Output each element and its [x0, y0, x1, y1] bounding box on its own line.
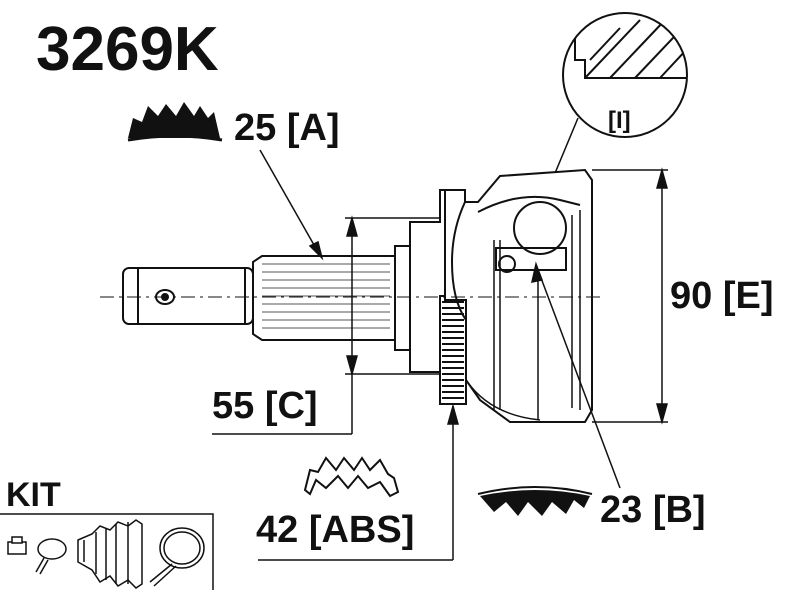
detail-label: [I] — [608, 107, 631, 134]
nut-icon — [7, 536, 27, 555]
spline-outer-icon — [127, 102, 223, 142]
seal-diameter-label: 55 [C] — [212, 385, 318, 427]
detail-callout: [I] — [517, 12, 688, 263]
splined-shaft — [252, 255, 396, 341]
shaft — [122, 267, 254, 325]
abs-ring-label: 42 [ABS] — [256, 509, 414, 551]
dimension-outer-diameter — [592, 167, 668, 425]
boot-icon — [77, 519, 143, 589]
spline-outer-label: 25 [A] — [234, 107, 340, 149]
part-number: 3269K — [36, 15, 219, 84]
outer-diameter-label: 90 [E] — [670, 275, 773, 317]
clamp-large-icon — [149, 527, 205, 587]
joint-housing — [444, 168, 593, 423]
kit-box: KIT — [0, 476, 214, 590]
spline-outer-leader — [259, 149, 324, 261]
clamp-small-icon — [35, 538, 67, 575]
seal-neck — [394, 189, 446, 403]
spline-inner-label: 23 [B] — [600, 489, 706, 531]
spline-inner-icon — [477, 486, 593, 516]
dimension-seal-diameter — [212, 215, 440, 435]
kit-title: KIT — [6, 476, 61, 514]
spline-inner-leader — [531, 261, 621, 489]
abs-icon — [303, 456, 400, 498]
abs-leader — [258, 403, 459, 561]
